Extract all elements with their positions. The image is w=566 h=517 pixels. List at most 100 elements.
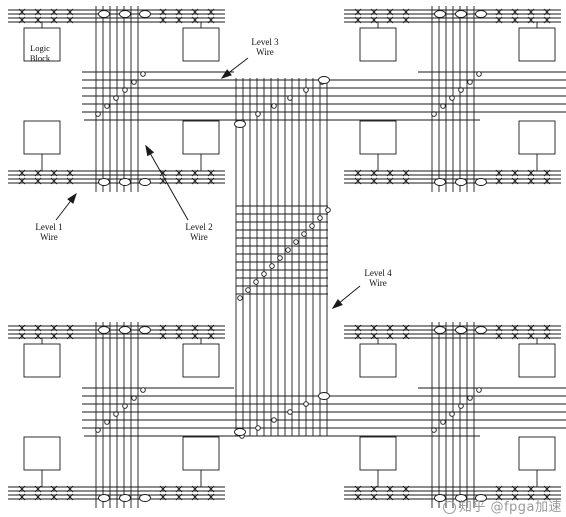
switch-point — [245, 287, 251, 293]
logic-block — [359, 343, 397, 378]
switch-x — [175, 177, 183, 185]
switch-x — [175, 8, 183, 16]
switch-point — [140, 71, 146, 77]
switch-x — [66, 169, 74, 177]
connection-box — [98, 494, 110, 502]
switch-x — [34, 324, 42, 332]
switch-x — [543, 169, 551, 177]
connection-box — [318, 392, 330, 400]
switch-x — [50, 16, 58, 24]
switch-x — [18, 8, 26, 16]
switch-x — [543, 485, 551, 493]
switch-x — [34, 485, 42, 493]
switch-x — [527, 332, 535, 340]
connection-box — [119, 10, 131, 18]
switch-x — [370, 16, 378, 24]
switch-x — [191, 324, 199, 332]
switch-x — [543, 493, 551, 501]
switch-x — [527, 493, 535, 501]
connection-box — [455, 494, 467, 502]
switch-x — [175, 169, 183, 177]
switch-x — [207, 16, 215, 24]
level4-wire-label: Level 4 Wire — [364, 268, 392, 288]
switch-x — [50, 324, 58, 332]
connection-box — [139, 10, 151, 18]
connection-box — [119, 326, 131, 334]
switch-x — [370, 332, 378, 340]
switch-x — [66, 485, 74, 493]
switch-x — [370, 177, 378, 185]
connection-box — [434, 10, 446, 18]
switch-x — [402, 16, 410, 24]
switch-point — [476, 71, 482, 77]
switch-x — [50, 177, 58, 185]
level3-wire-label: Level 3 Wire — [251, 37, 279, 57]
switch-point — [140, 387, 146, 393]
switch-x — [386, 485, 394, 493]
connection-box — [139, 178, 151, 186]
switch-x — [34, 177, 42, 185]
switch-x — [50, 332, 58, 340]
switch-x — [543, 8, 551, 16]
switch-x — [34, 493, 42, 501]
switch-point — [253, 279, 259, 285]
switch-x — [527, 169, 535, 177]
switch-x — [159, 493, 167, 501]
switch-x — [495, 8, 503, 16]
switch-x — [66, 324, 74, 332]
connection-box — [434, 326, 446, 334]
level1-arrow-head — [67, 192, 77, 204]
watermark: 知乎 @fpga加速 — [442, 496, 562, 515]
switch-x — [402, 177, 410, 185]
switch-x — [370, 324, 378, 332]
switch-point — [269, 263, 275, 269]
switch-point — [271, 103, 277, 109]
switch-x — [543, 332, 551, 340]
switch-point — [303, 87, 309, 93]
switch-x — [495, 324, 503, 332]
switch-x — [207, 8, 215, 16]
logic-block — [23, 27, 61, 62]
switch-x — [354, 8, 362, 16]
connection-box — [98, 178, 110, 186]
switch-point — [303, 401, 309, 407]
switch-x — [354, 169, 362, 177]
switch-x — [543, 177, 551, 185]
switch-point — [271, 417, 277, 423]
switch-x — [495, 485, 503, 493]
switch-x — [159, 324, 167, 332]
switch-x — [511, 177, 519, 185]
switch-x — [207, 169, 215, 177]
switch-point — [309, 223, 315, 229]
logic-block — [518, 343, 556, 378]
switch-point — [285, 247, 291, 253]
switch-x — [354, 177, 362, 185]
connection-box — [434, 178, 446, 186]
level1-wire-label: Level 1 Wire — [35, 222, 63, 242]
switch-x — [191, 16, 199, 24]
switch-point — [287, 95, 293, 101]
switch-point — [277, 255, 283, 261]
switch-x — [386, 332, 394, 340]
switch-x — [511, 493, 519, 501]
logic-block — [23, 343, 61, 378]
logic-block — [182, 343, 220, 378]
switch-x — [495, 169, 503, 177]
switch-x — [18, 493, 26, 501]
logic-block — [359, 27, 397, 62]
switch-x — [511, 324, 519, 332]
switch-x — [386, 8, 394, 16]
switch-point — [287, 409, 293, 415]
switch-x — [495, 332, 503, 340]
switch-x — [66, 332, 74, 340]
logic-block — [182, 27, 220, 62]
switch-point — [317, 215, 323, 221]
switch-x — [50, 169, 58, 177]
level4-arrow-head — [331, 298, 343, 309]
switch-point — [237, 295, 243, 301]
switch-x — [402, 8, 410, 16]
switch-x — [527, 324, 535, 332]
logic-block — [359, 120, 397, 155]
switch-point — [261, 271, 267, 277]
